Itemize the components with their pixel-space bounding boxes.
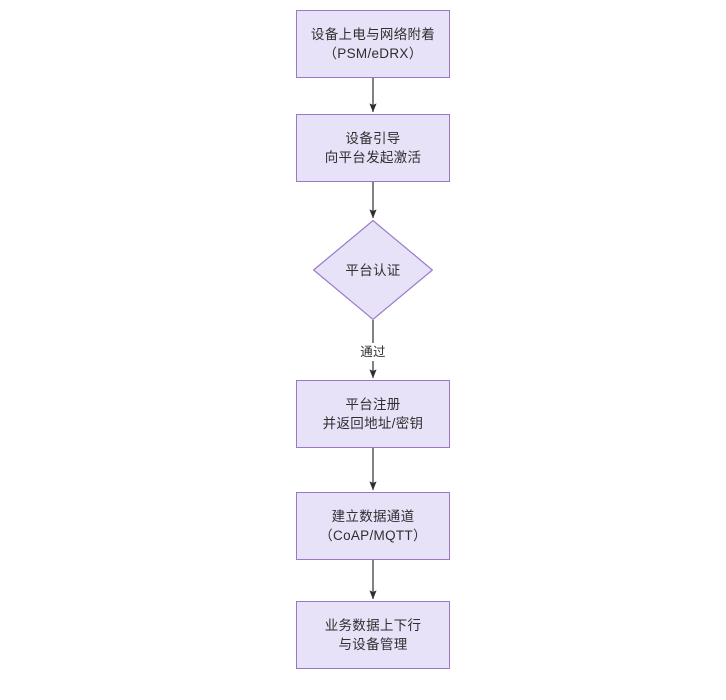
node-platform-auth-label: 平台认证 xyxy=(345,262,401,278)
node-data-channel[interactable]: 建立数据通道 （CoAP/MQTT） xyxy=(296,492,450,560)
node-data-channel-line-2: （CoAP/MQTT） xyxy=(319,528,427,543)
node-bootstrap[interactable]: 设备引导 向平台发起激活 xyxy=(296,114,450,182)
edge-label-pass: 通过 xyxy=(358,343,388,361)
node-platform-auth[interactable]: 平台认证 xyxy=(313,220,433,320)
node-platform-register-line-1: 平台注册 xyxy=(345,397,401,412)
node-power-on[interactable]: 设备上电与网络附着 （PSM/eDRX） xyxy=(296,10,450,78)
node-platform-register[interactable]: 平台注册 并返回地址/密钥 xyxy=(296,380,450,448)
node-power-on-line-1: 设备上电与网络附着 xyxy=(310,27,436,42)
node-service-data[interactable]: 业务数据上下行 与设备管理 xyxy=(296,601,450,669)
node-bootstrap-line-1: 设备引导 xyxy=(345,131,401,146)
node-platform-register-line-2: 并返回地址/密钥 xyxy=(322,416,424,431)
node-service-data-line-2: 与设备管理 xyxy=(338,637,408,652)
node-power-on-line-2: （PSM/eDRX） xyxy=(323,46,423,61)
node-service-data-line-1: 业务数据上下行 xyxy=(324,618,422,633)
node-data-channel-line-1: 建立数据通道 xyxy=(331,509,415,524)
diamond-shape-icon xyxy=(313,220,433,320)
node-bootstrap-line-2: 向平台发起激活 xyxy=(324,150,422,165)
